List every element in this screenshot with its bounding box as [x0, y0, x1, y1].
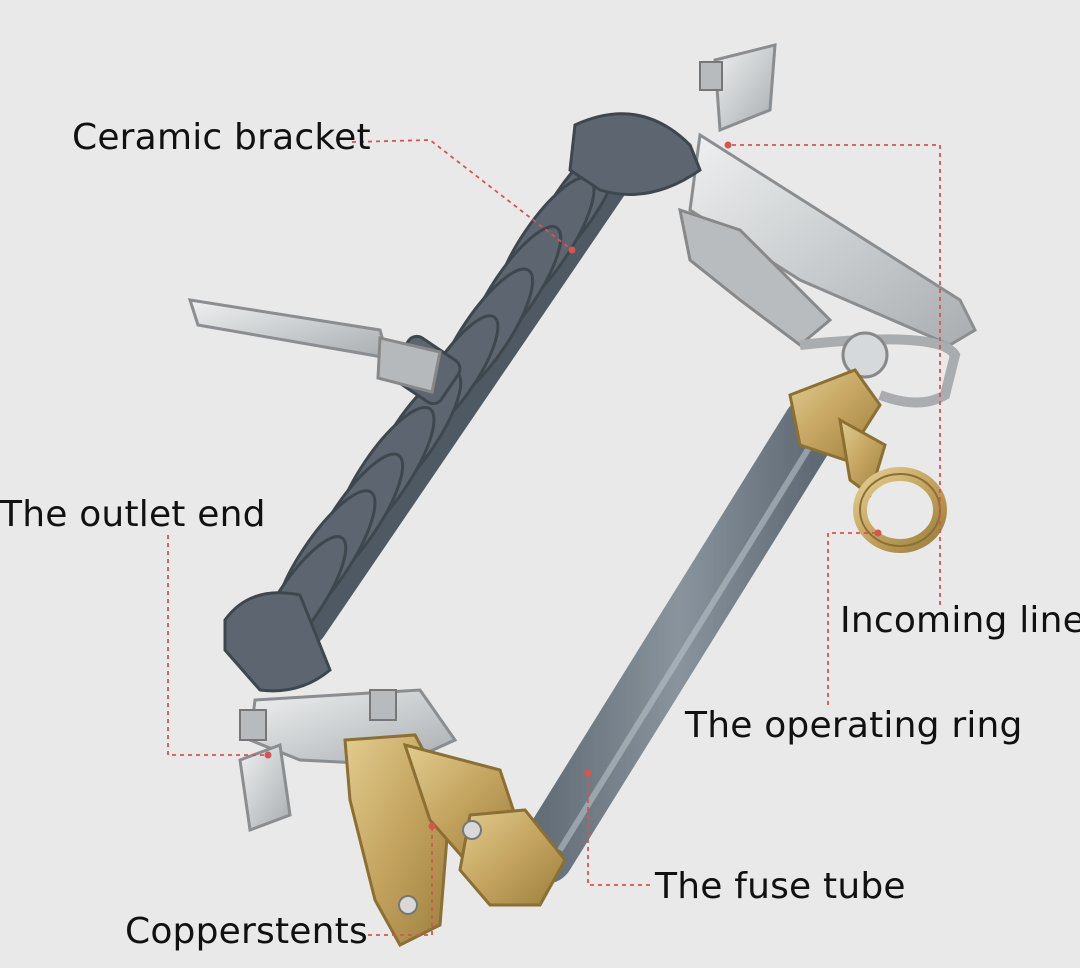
label-fuse-tube: The fuse tube [655, 866, 906, 907]
label-copper-stents: Copperstents [125, 911, 368, 952]
leader-ceramic-bracket [351, 139, 573, 251]
label-ceramic-bracket: Ceramic bracket [72, 117, 371, 158]
leader-fuse-tube [587, 773, 650, 886]
leader-copper-stents [360, 826, 433, 936]
leader-dots [264, 141, 882, 830]
label-operating-ring: The operating ring [685, 705, 1023, 746]
upper-brass-fitting [788, 368, 947, 553]
leader-lines [167, 139, 941, 936]
lower-brass-fitting [343, 733, 567, 947]
upper-bracket [678, 43, 977, 408]
insulator [223, 112, 702, 693]
fuse-tube [516, 396, 841, 884]
leader-incoming-line [728, 144, 941, 605]
mounting-arm [187, 298, 442, 394]
leader-outlet-end [167, 535, 268, 756]
label-outlet-end: The outlet end [0, 494, 266, 535]
leader-operating-ring [827, 532, 878, 705]
label-incoming-line: Incoming line [840, 600, 1080, 641]
